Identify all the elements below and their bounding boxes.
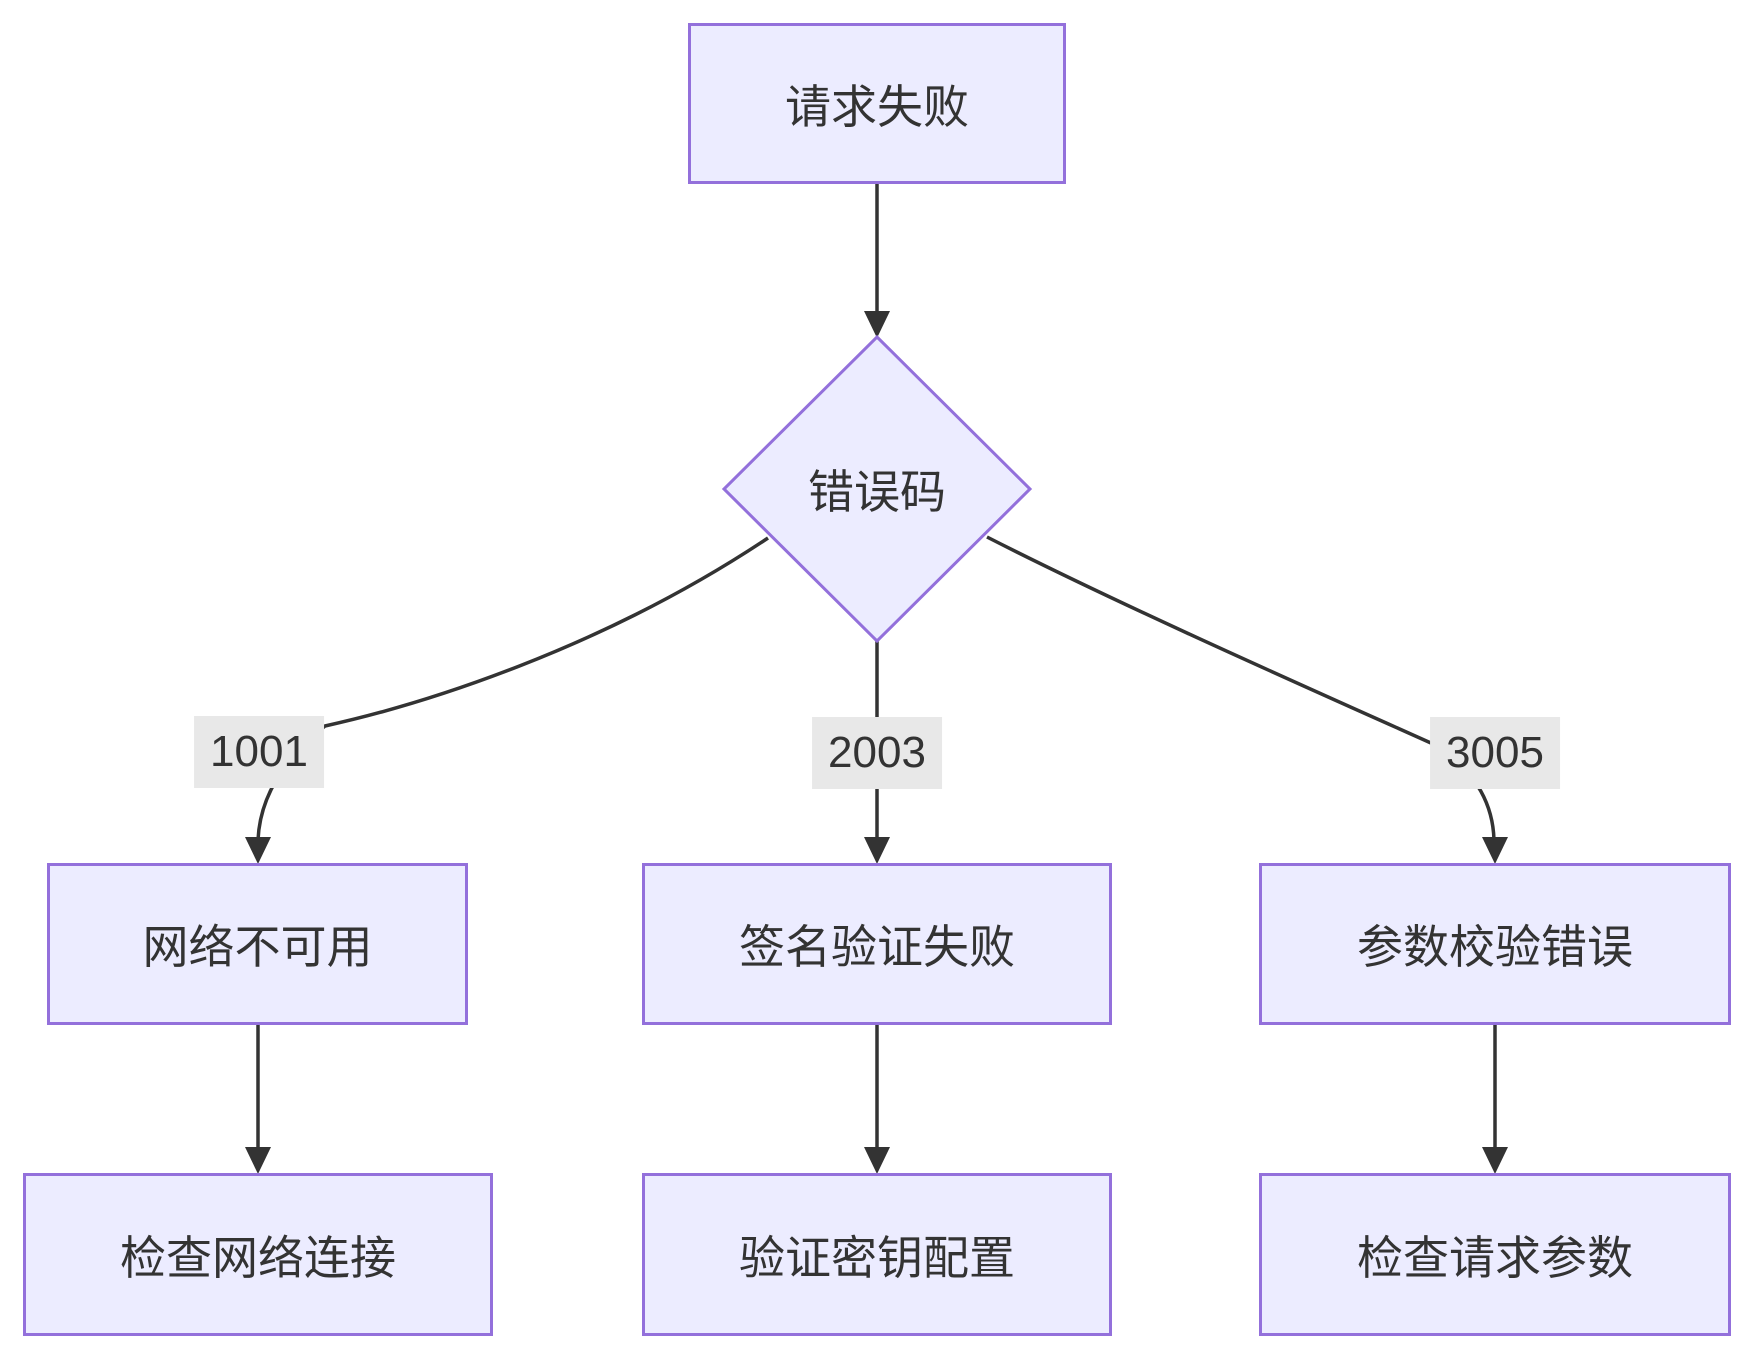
node-verify-key: 验证密钥配置 [642,1173,1112,1336]
edge-errorcode-to-network [256,536,769,841]
arrowhead-into-checknetwork [245,1147,271,1174]
node-check-params: 检查请求参数 [1259,1173,1731,1336]
node-network-unavailable-label: 网络不可用 [142,921,373,973]
edge-label-3005: 3005 [1430,717,1560,789]
node-request-failed: 请求失败 [688,23,1066,184]
edge-label-2003: 2003 [812,717,942,789]
arrowhead-into-network [245,837,271,864]
node-verify-key-label: 验证密钥配置 [739,1231,1015,1284]
node-signature-failed-label: 签名验证失败 [739,921,1015,973]
node-param-error-label: 参数校验错误 [1357,921,1633,973]
node-check-network-label: 检查网络连接 [120,1231,396,1284]
node-signature-failed: 签名验证失败 [642,863,1112,1025]
arrowhead-into-verifykey [864,1147,890,1174]
arrowhead-into-errorcode [864,311,890,338]
node-param-error: 参数校验错误 [1259,863,1731,1025]
edge-label-1001: 1001 [194,716,324,788]
node-error-code-diamond [721,334,1033,644]
node-request-failed-label: 请求失败 [785,80,969,133]
node-error-code-label: 错误码 [808,466,946,518]
node-network-unavailable: 网络不可用 [47,863,468,1025]
arrowhead-into-param [1482,837,1508,864]
edge-errorcode-to-param [986,535,1496,841]
node-check-network: 检查网络连接 [23,1173,493,1336]
node-check-params-label: 检查请求参数 [1357,1231,1633,1284]
arrowhead-into-signature [864,837,890,864]
arrowhead-into-checkparams [1482,1147,1508,1174]
